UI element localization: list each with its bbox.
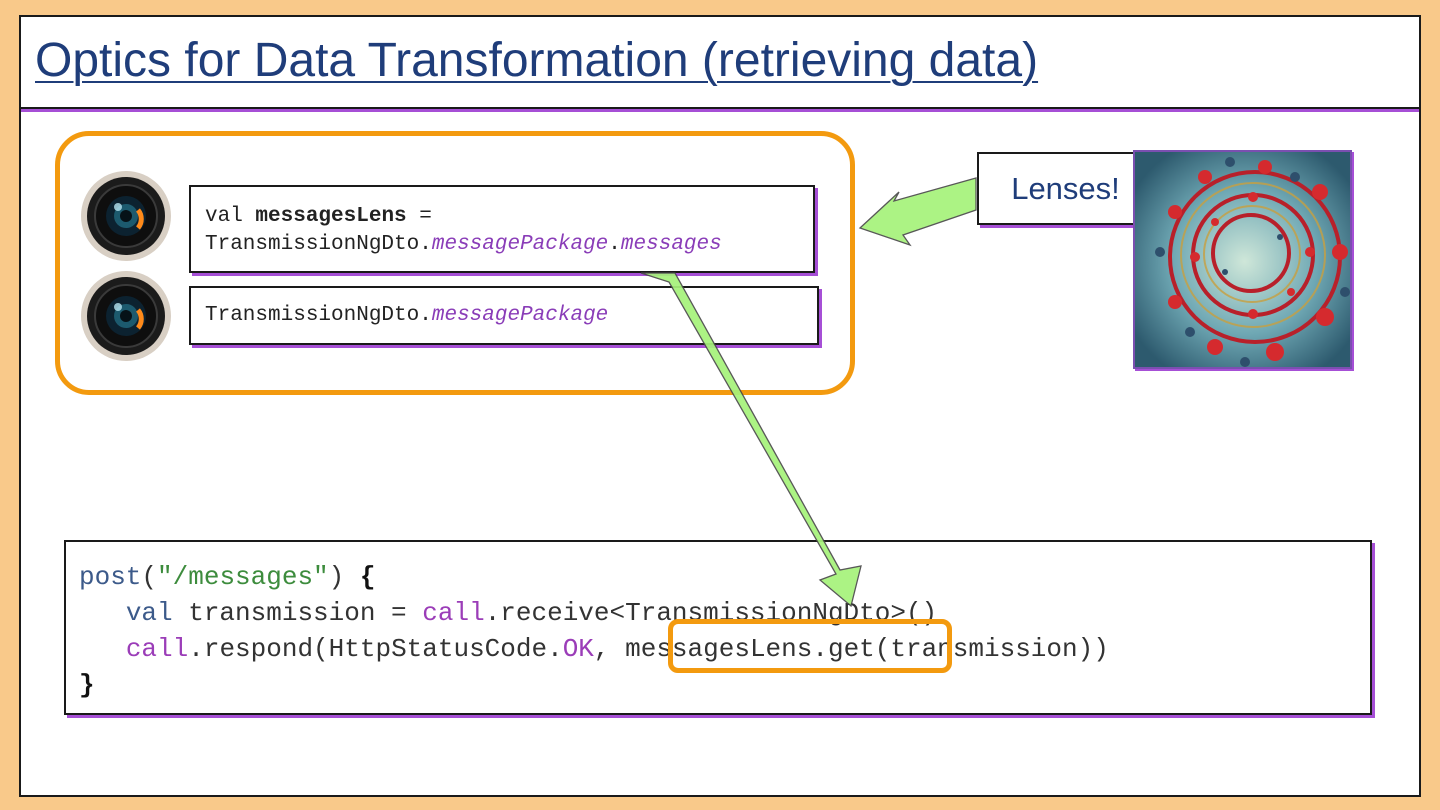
code-text: } — [79, 670, 95, 700]
lens-name: messagesLens — [255, 205, 407, 228]
code-indent — [79, 634, 126, 664]
code-keyword: post — [79, 562, 142, 592]
code-text: ( — [141, 562, 158, 592]
title-bar: Optics for Data Transformation (retrievi… — [21, 17, 1419, 109]
code-line: val messagesLens = — [205, 203, 799, 231]
camera-lens-icon — [81, 171, 171, 261]
code-keyword: val — [205, 205, 256, 228]
message-package-code: TransmissionNgDto.messagePackage — [189, 286, 819, 345]
slide: Optics for Data Transformation (retrievi… — [19, 15, 1421, 797]
code-keyword: val — [125, 598, 173, 628]
code-text: { — [359, 562, 376, 592]
code-property: messagePackage — [431, 233, 609, 256]
code-string: "/messages" — [157, 562, 329, 592]
code-text: ) — [328, 562, 360, 592]
code-line: TransmissionNgDto.messagePackage — [205, 302, 803, 330]
code-constant: OK — [562, 634, 594, 664]
code-property: messagePackage — [431, 304, 609, 327]
messages-lens-code: val messagesLens = TransmissionNgDto.mes… — [189, 185, 815, 273]
code-class: TransmissionNgDto — [205, 304, 420, 327]
code-line: TransmissionNgDto.messagePackage.message… — [205, 231, 799, 259]
code-class: TransmissionNgDto — [205, 233, 420, 256]
code-indent — [79, 598, 126, 628]
lens-usage-highlight — [668, 619, 952, 673]
code-text: transmission = — [172, 598, 423, 628]
camera-lens-icon — [81, 271, 171, 361]
lenses-callout: Lenses! — [977, 152, 1154, 225]
code-text: = — [406, 205, 432, 228]
slide-title: Optics for Data Transformation (retrievi… — [35, 34, 1039, 87]
code-call: call — [125, 634, 189, 664]
code-text: . — [419, 304, 432, 327]
code-call: call — [422, 598, 485, 628]
lens-group-frame — [55, 131, 855, 395]
code-text: .respond(HttpStatusCode. — [188, 634, 563, 664]
code-property: messages — [620, 233, 722, 256]
code-text: , messagesLens.get(transmission)) — [593, 634, 1109, 664]
code-text: . — [419, 233, 432, 256]
code-text: . — [608, 233, 621, 256]
molecular-nanotube-image — [1133, 150, 1352, 369]
